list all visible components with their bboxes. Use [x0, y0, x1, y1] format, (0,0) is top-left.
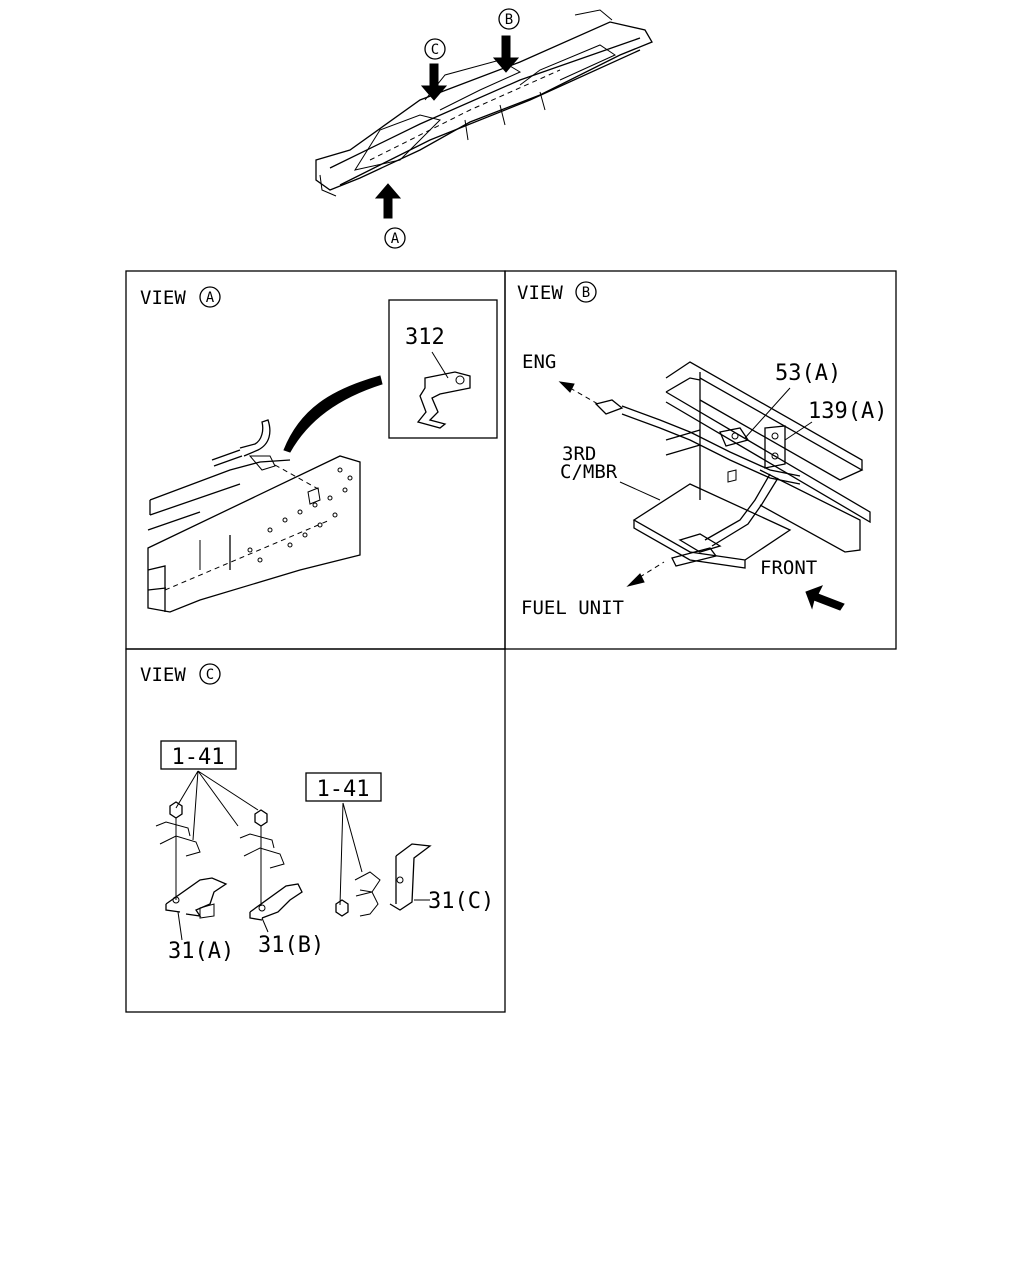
- overview-marker-a: A: [391, 231, 400, 247]
- part-139a-label: 139(A): [808, 399, 887, 424]
- eng-label: ENG: [522, 351, 556, 373]
- view-a-inset: [388, 299, 498, 439]
- fuel-unit-label: FUEL UNIT: [521, 597, 624, 619]
- part-31a-label: 31(A): [168, 939, 234, 964]
- view-c: VIEW C 1-41 1-41 3: [140, 663, 494, 964]
- view-a: VIEW A 312: [140, 286, 498, 613]
- part-31b-label: 31(B): [258, 933, 324, 958]
- ref-left-label: 1-41: [172, 745, 225, 770]
- view-b: VIEW B ENG 53(A) 139(A) 3RD C/MBR: [517, 281, 887, 619]
- marker-a-circle: [384, 227, 406, 249]
- view-a-marker: A: [206, 290, 215, 306]
- view-c-panel: [125, 648, 506, 1013]
- front-arrow-icon: [805, 585, 845, 611]
- part-53a-label: 53(A): [775, 361, 841, 386]
- crossmember-label-line2: C/MBR: [560, 461, 618, 483]
- view-a-title: VIEW: [140, 287, 186, 309]
- view-a-panel: [125, 270, 506, 650]
- view-c-title: VIEW: [140, 664, 186, 686]
- ref-box-right: [305, 772, 382, 802]
- marker-c-circle: [424, 38, 446, 60]
- part-312-label: 312: [405, 325, 445, 350]
- front-label: FRONT: [760, 557, 817, 579]
- view-b-panel: [504, 270, 897, 650]
- overview-marker-b: B: [505, 12, 513, 28]
- marker-b-circle: [498, 8, 520, 30]
- view-b-title: VIEW: [517, 282, 563, 304]
- ref-right-label: 1-41: [317, 777, 370, 802]
- view-a-marker-circle: [199, 286, 221, 308]
- overview-marker-c: C: [431, 42, 439, 58]
- view-c-marker: C: [206, 667, 214, 683]
- crossmember-label-line1: 3RD: [562, 443, 596, 465]
- view-b-marker: B: [582, 285, 590, 301]
- part-31c-label: 31(C): [428, 889, 494, 914]
- overview-frame-illustration: A C B: [315, 8, 653, 249]
- view-b-marker-circle: [575, 281, 597, 303]
- view-c-marker-circle: [199, 663, 221, 685]
- ref-box-left: [160, 740, 237, 770]
